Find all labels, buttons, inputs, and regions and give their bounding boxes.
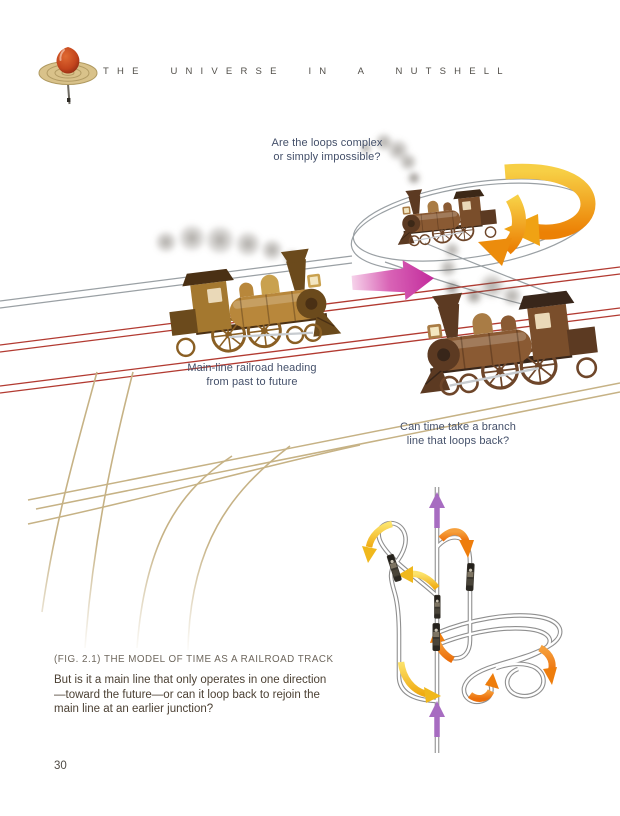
branch-diagram xyxy=(362,487,563,753)
timeline-arrow-bottom xyxy=(429,701,445,737)
smoke-left-train xyxy=(154,223,301,267)
caption-line: But is it a main line that only operates… xyxy=(54,674,327,686)
annotation-loops-question: Are the loops complex or simply impossib… xyxy=(237,136,417,164)
annotation-branch-question: Can time take a branch line that loops b… xyxy=(368,420,548,448)
tan-branch-track xyxy=(27,371,620,651)
annotation-line: Can time take a branch xyxy=(400,421,516,433)
figure-caption: (FIG. 2.1) THE MODEL OF TIME AS A RAILRO… xyxy=(54,654,399,717)
caption-line: —toward the future—or can it loop back t… xyxy=(54,688,320,701)
annotation-line: from past to future xyxy=(206,376,298,388)
locomotive-left xyxy=(162,244,343,359)
figure-caption-label: (FIG. 2.1) THE MODEL OF TIME AS A RAILRO… xyxy=(54,654,334,665)
future-arrow xyxy=(351,260,434,301)
smoke-right-train xyxy=(438,241,523,307)
smoke-top-train xyxy=(359,132,422,186)
caption-line: main line at an earlier junction? xyxy=(54,703,214,715)
annotation-main-line: Main-line railroad heading from past to … xyxy=(162,361,342,389)
annotation-line: line that loops back? xyxy=(406,435,510,447)
time-loop-arrow xyxy=(478,163,596,266)
book-running-title: THE UNIVERSE IN A NUTSHELL xyxy=(103,66,511,77)
annotation-line: or simply impossible? xyxy=(273,151,381,163)
yellow-loop-arrows xyxy=(362,520,441,703)
spinning-top-icon xyxy=(38,47,98,105)
timeline-arrow-top xyxy=(429,492,445,528)
annotation-line: Main-line railroad heading xyxy=(187,362,317,374)
diagram-tracks xyxy=(376,487,563,753)
page-number: 30 xyxy=(54,760,67,772)
annotation-line: Are the loops complex xyxy=(271,137,383,149)
figure-caption-body: But is it a main line that only operates… xyxy=(54,673,399,717)
